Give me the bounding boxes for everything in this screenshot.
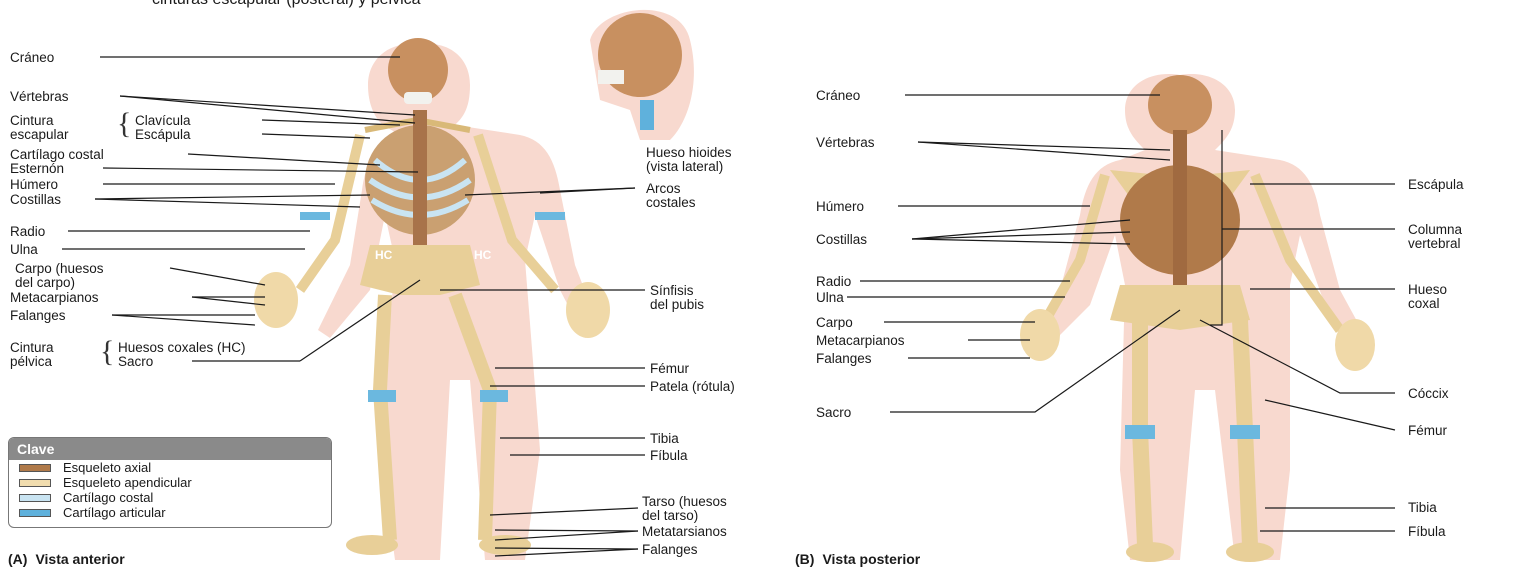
label-columna-1: Columna: [1408, 222, 1462, 237]
label-falanges-post: Falanges: [816, 351, 872, 366]
label-fibula-post: Fíbula: [1408, 524, 1446, 539]
label-vertebras-post: Vértebras: [816, 135, 875, 150]
label-ulna-post: Ulna: [816, 290, 844, 305]
label-femur-ant: Fémur: [650, 361, 689, 376]
brace-escapular: {: [117, 109, 131, 139]
label-carpo-2: del carpo): [15, 275, 75, 290]
hc-left-marker: HC: [375, 248, 392, 262]
caption-posterior-text: Vista posterior: [822, 551, 920, 567]
label-escapula: Escápula: [135, 127, 191, 142]
posterior-left-hand: [1335, 319, 1375, 371]
label-tibia-post: Tibia: [1408, 500, 1437, 515]
legend-swatch-costal: [19, 494, 51, 502]
label-huesos-coxales: Huesos coxales (HC): [118, 340, 246, 355]
hc-right-marker: HC: [474, 248, 491, 262]
legend-swatch-apendicular: [19, 479, 51, 487]
label-sinfisis-1: Sínfisis: [650, 283, 694, 298]
label-sacro: Sacro: [118, 354, 153, 369]
posterior-knee-cartilage-l: [1230, 425, 1260, 439]
label-carpo-post: Carpo: [816, 315, 853, 330]
anterior-jaw: [404, 92, 432, 104]
legend-item: Cartílago articular: [9, 505, 331, 520]
label-ulna: Ulna: [10, 242, 38, 257]
legend-swatch-articular: [19, 509, 51, 517]
label-costillas-post: Costillas: [816, 232, 867, 247]
label-esternon: Esternón: [10, 161, 64, 176]
caption-anterior: (A) Vista anterior: [8, 551, 125, 567]
label-metacarpianos-post: Metacarpianos: [816, 333, 905, 348]
label-craneo: Cráneo: [10, 50, 54, 65]
label-humero: Húmero: [10, 177, 58, 192]
label-escapula-post: Escápula: [1408, 177, 1464, 192]
legend-label: Esqueleto axial: [63, 460, 151, 475]
anterior-right-foot: [346, 535, 398, 555]
label-craneo-post: Cráneo: [816, 88, 860, 103]
label-femur-post: Fémur: [1408, 423, 1447, 438]
label-clavicula: Clavícula: [135, 113, 191, 128]
anterior-knee-cartilage-l: [480, 390, 508, 402]
label-patela: Patela (rótula): [650, 379, 735, 394]
legend-box: Clave Esqueleto axial Esqueleto apendicu…: [8, 437, 332, 528]
label-fibula-ant: Fíbula: [650, 448, 688, 463]
legend-title: Clave: [9, 438, 331, 460]
label-metacarpianos: Metacarpianos: [10, 290, 99, 305]
anterior-right-leg: [380, 295, 390, 540]
anterior-elbow-cartilage-l: [535, 212, 565, 220]
label-cintura-pelvica-2: pélvica: [10, 354, 52, 369]
label-radio-post: Radio: [816, 274, 851, 289]
label-falanges-pie: Falanges: [642, 542, 698, 557]
label-falanges-mano: Falanges: [10, 308, 66, 323]
legend-label: Cartílago costal: [63, 490, 153, 505]
label-carpo-1: Carpo (huesos: [15, 261, 104, 276]
legend-item: Cartílago costal: [9, 490, 331, 505]
label-hueso-coxal-1: Hueso: [1408, 282, 1447, 297]
posterior-right-foot: [1126, 542, 1174, 562]
label-radio: Radio: [10, 224, 45, 239]
label-sinfisis-2: del pubis: [650, 297, 704, 312]
legend-label: Cartílago articular: [63, 505, 166, 520]
label-arcos-1: Arcos: [646, 181, 681, 196]
label-hioides-1: Hueso hioides: [646, 145, 732, 160]
legend-label: Esqueleto apendicular: [63, 475, 192, 490]
anterior-right-hand: [254, 272, 298, 328]
label-metatarsianos: Metatarsianos: [642, 524, 727, 539]
anterior-elbow-cartilage: [300, 212, 330, 220]
lateral-head: [590, 10, 694, 140]
legend-item: Esqueleto axial: [9, 460, 331, 475]
posterior-left-foot: [1226, 542, 1274, 562]
legend-item: Esqueleto apendicular: [9, 475, 331, 490]
label-vertebras: Vértebras: [10, 89, 69, 104]
label-cintura-escapular-1: Cintura: [10, 113, 54, 128]
anterior-knee-cartilage: [368, 390, 396, 402]
label-hioides-2: (vista lateral): [646, 159, 723, 174]
label-costillas: Costillas: [10, 192, 61, 207]
legend-swatch-axial: [19, 464, 51, 472]
label-sacro-post: Sacro: [816, 405, 851, 420]
label-cintura-escapular-2: escapular: [10, 127, 69, 142]
caption-anterior-text: Vista anterior: [35, 551, 124, 567]
label-tarso-2: del tarso): [642, 508, 698, 523]
brace-pelvica: {: [100, 337, 114, 367]
caption-posterior-letter: (B): [795, 551, 814, 567]
label-humero-post: Húmero: [816, 199, 864, 214]
label-hueso-coxal-2: coxal: [1408, 296, 1440, 311]
label-tibia-ant: Tibia: [650, 431, 679, 446]
label-columna-2: vertebral: [1408, 236, 1461, 251]
label-cintura-pelvica-1: Cintura: [10, 340, 54, 355]
label-cartilago-costal: Cartílago costal: [10, 147, 104, 162]
posterior-skull: [1148, 75, 1212, 135]
label-tarso-1: Tarso (huesos: [642, 494, 727, 509]
label-arcos-2: costales: [646, 195, 696, 210]
caption-anterior-letter: (A): [8, 551, 27, 567]
posterior-right-hand: [1020, 309, 1060, 361]
caption-posterior: (B) Vista posterior: [795, 551, 920, 567]
posterior-knee-cartilage: [1125, 425, 1155, 439]
label-coccix: Cóccix: [1408, 386, 1449, 401]
